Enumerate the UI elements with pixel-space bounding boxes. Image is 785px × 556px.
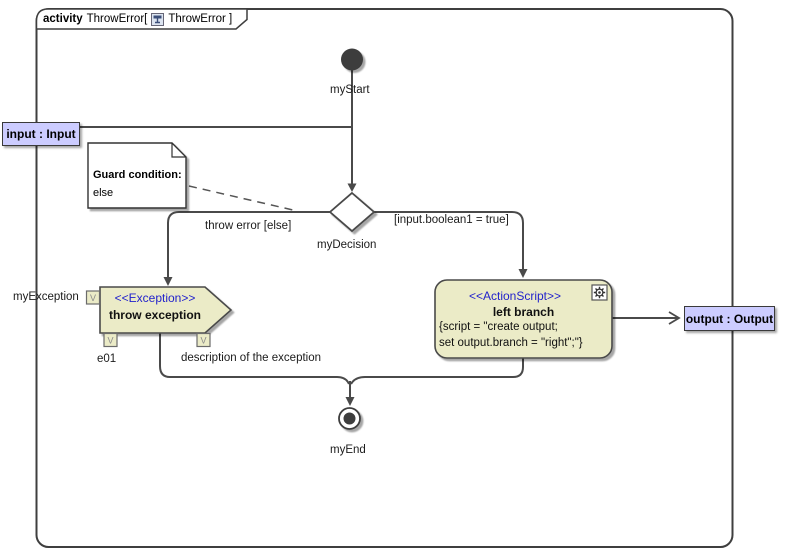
output-parameter-node[interactable]: output : Output [684, 306, 775, 331]
guard-note[interactable] [87, 142, 187, 209]
left-branch-script-line2: set output.branch = "right";"} [439, 337, 583, 349]
pin-myexception-label: myException [13, 291, 79, 303]
input-parameter-node[interactable]: input : Input [2, 122, 80, 146]
frame-keyword: activity [43, 13, 83, 25]
left-branch-stereotype: <<ActionScript>> [468, 289, 562, 303]
throw-exception-node[interactable] [99, 286, 233, 334]
pin-description[interactable] [196, 332, 211, 348]
pin-e01-label: e01 [97, 353, 117, 365]
edge-true-arrowhead-icon [518, 269, 528, 278]
pin-myexception[interactable] [85, 290, 101, 305]
pin-e01[interactable] [103, 332, 118, 348]
initial-node[interactable] [341, 48, 363, 71]
input-parameter-label: input : Input [6, 127, 76, 141]
edge-leftbranch-to-end[interactable] [350, 358, 524, 385]
throw-exception-stereotype: <<Exception>> [114, 291, 196, 305]
gear-icon[interactable] [591, 284, 608, 301]
frame-diagram-name: ThrowError ] [168, 13, 233, 25]
left-branch-action-node[interactable] [434, 279, 613, 359]
final-node-core-icon [343, 412, 356, 425]
left-branch-name: left branch [492, 305, 555, 319]
edge-exception-to-end[interactable] [159, 333, 350, 385]
edge-start-arrowhead-icon [347, 183, 357, 192]
start-node-label: myStart [330, 84, 370, 96]
frame-activity-name: ThrowError[ [86, 13, 148, 25]
decision-node[interactable] [328, 191, 376, 233]
guard-note-title: Guard condition: [93, 169, 182, 181]
frame-title: activity ThrowError[ ThrowError ] [43, 11, 232, 27]
pin-e01-glyph-icon: V [107, 336, 113, 346]
edge-else-branch[interactable] [167, 211, 330, 277]
activity-frame [35, 8, 734, 548]
pin-myexception-glyph-icon: V [90, 293, 96, 303]
note-anchor-line[interactable] [188, 185, 294, 211]
edge-output-arrowhead-icon [668, 311, 681, 325]
pin-description-label: description of the exception [181, 352, 322, 364]
guard-note-body: else [93, 187, 114, 199]
edge-end-arrowhead-icon [345, 397, 355, 406]
true-guard-label: [input.boolean1 = true] [394, 214, 509, 226]
activity-diagram-icon [151, 12, 165, 26]
output-parameter-label: output : Output [685, 311, 774, 326]
edge-true-branch[interactable] [374, 211, 524, 269]
end-node-label: myEnd [330, 444, 366, 456]
frame-title-tab [35, 8, 248, 30]
throw-exception-name: throw exception [108, 308, 201, 322]
pin-description-glyph-icon: V [200, 336, 206, 346]
edge-else-arrowhead-icon [163, 277, 173, 286]
decision-node-label: myDecision [317, 239, 377, 251]
left-branch-script-line1: {script = "create output; [439, 321, 558, 333]
guard-note-fold-icon [171, 143, 186, 158]
else-guard-label: throw error [else] [205, 220, 292, 232]
